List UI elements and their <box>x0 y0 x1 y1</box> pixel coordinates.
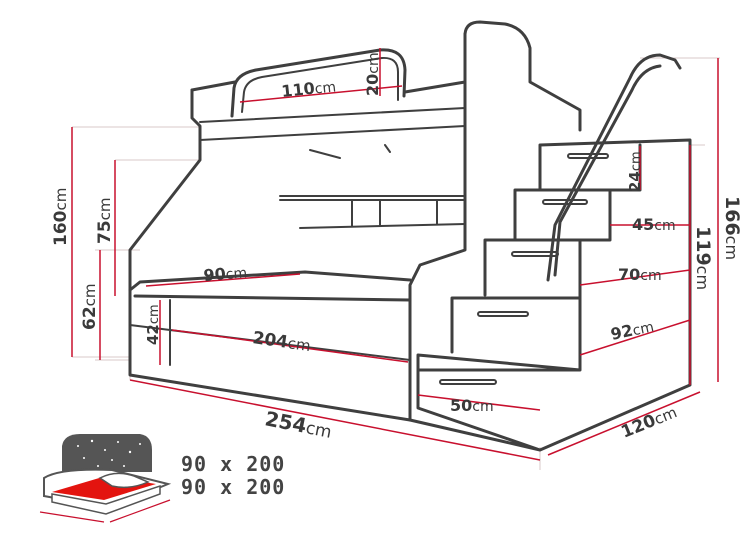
dim-line-rail-width <box>239 85 403 103</box>
dim-label-step-50: 50cm <box>450 396 494 415</box>
dim-label-rail-height: 20cm <box>363 52 382 96</box>
dim-label-total-height: 160cm <box>51 188 71 246</box>
dim-label-stairs-depth: 120cm <box>618 402 680 442</box>
dim-label-bed-length: 204cm <box>251 328 312 356</box>
mattress-size-label-2: 90 x 200 <box>181 475 286 499</box>
drawer-handle <box>439 379 497 385</box>
upper-bed-top <box>190 80 467 94</box>
dim-label-rail-width: 110cm <box>280 76 336 101</box>
safety-rail <box>230 48 407 118</box>
upper-bed-panel <box>128 88 202 292</box>
dim-label-step-92: 92cm <box>609 316 656 344</box>
safety-rail-inner <box>241 56 399 113</box>
end-panel-body <box>408 32 467 422</box>
dim-line-step-50 <box>417 394 541 411</box>
dimension-labels: 110cm 20cm 160cm 75cm 62cm 42cm 90cm 204… <box>51 52 743 442</box>
bunk-bed-outline <box>128 20 692 452</box>
dim-label-step-24: 24cm <box>626 151 644 192</box>
dim-label-overall-length: 254cm <box>263 406 334 442</box>
dim-label-step-45: 45cm <box>632 215 676 234</box>
dim-line-overall-length <box>129 379 541 461</box>
shelf-dividers <box>309 144 438 227</box>
dimension-lines <box>71 48 719 461</box>
handrail <box>546 53 682 282</box>
dim-line-bed-length <box>171 329 409 363</box>
dim-label-stairs-height: 119cm <box>692 226 714 290</box>
mattress-size-label-1: 90 x 200 <box>181 452 286 476</box>
dim-label-upper-height: 75cm <box>95 197 115 244</box>
dim-label-step-70: 70cm <box>618 265 662 284</box>
upper-platform <box>199 107 466 141</box>
dim-label-lower-height: 62cm <box>80 283 100 330</box>
dim-line-step-92 <box>579 319 691 356</box>
lower-bed <box>128 270 412 422</box>
dim-label-bed-width: 90cm <box>203 262 248 285</box>
tall-end-panel <box>463 20 582 132</box>
dim-label-stairs-total-height: 166cm <box>721 196 743 260</box>
drawer-handle <box>477 311 529 317</box>
dim-line-stairs-depth <box>547 391 701 456</box>
dim-line-step-70 <box>579 269 691 286</box>
dim-line-bed-width <box>145 273 301 287</box>
guide-lines <box>72 57 720 470</box>
dim-label-drawer-height: 42cm <box>144 304 162 345</box>
mattress-size-icon <box>39 434 172 523</box>
